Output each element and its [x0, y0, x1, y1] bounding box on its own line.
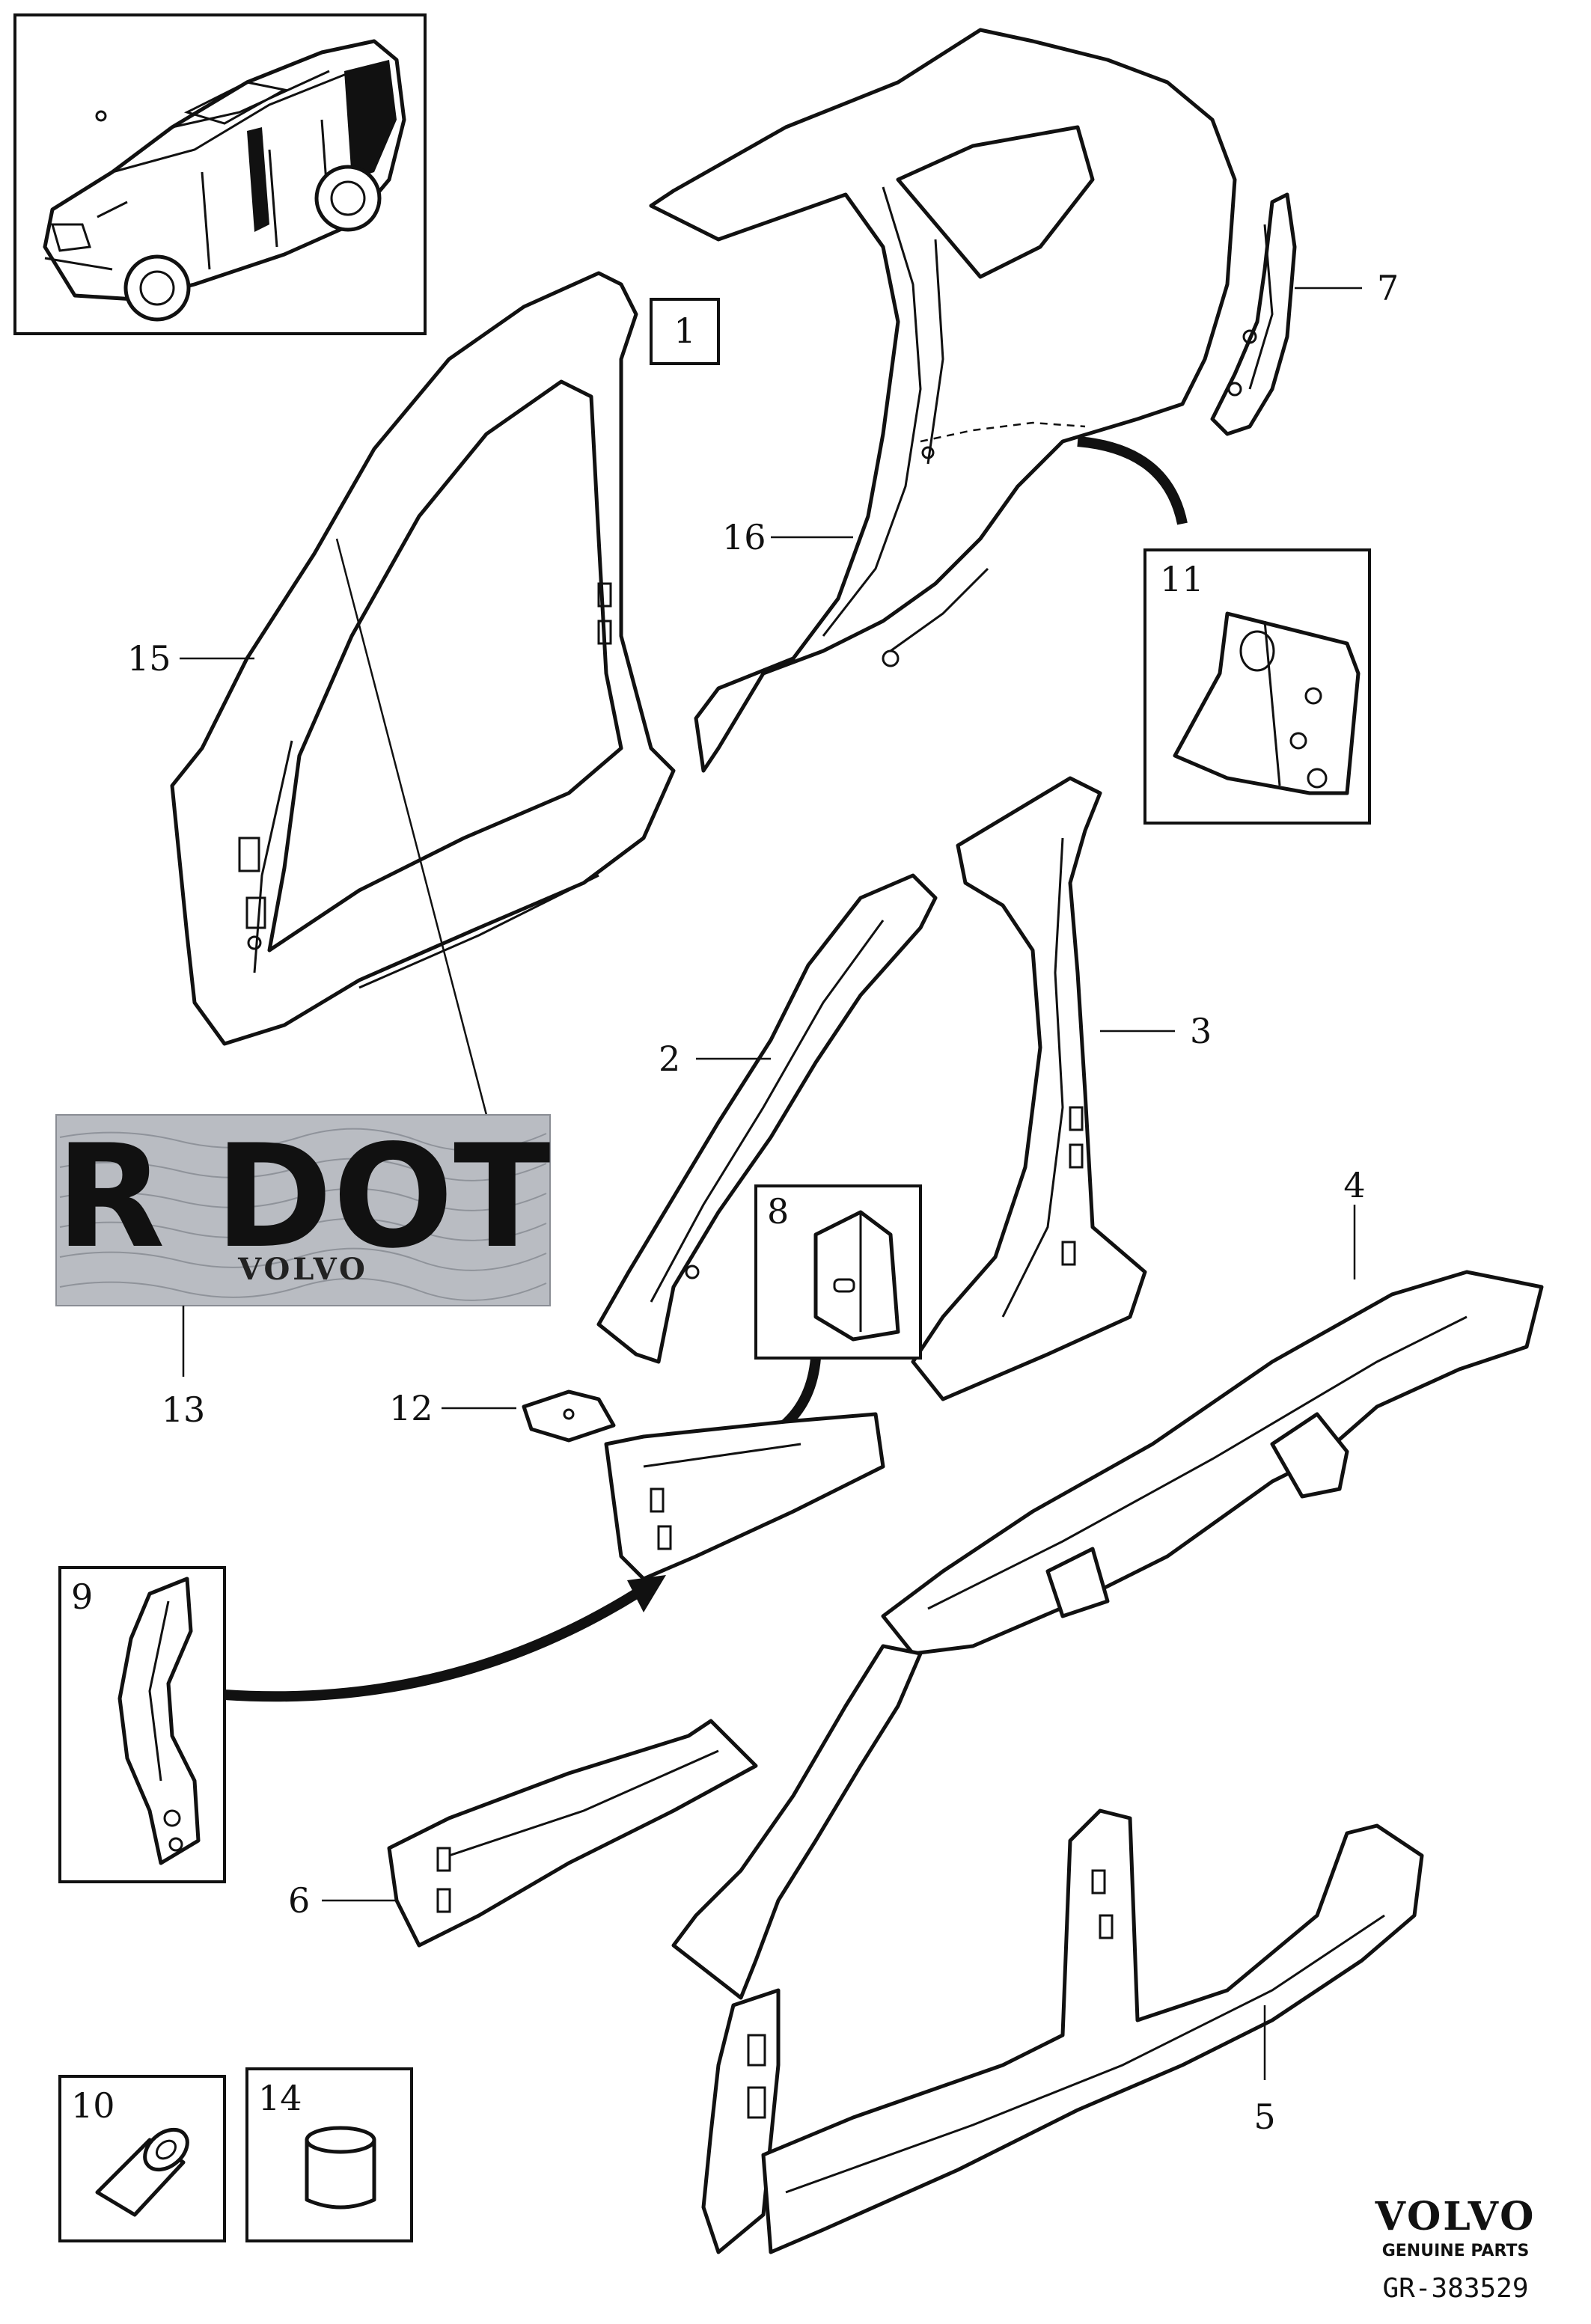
part-15-side-frame	[170, 271, 676, 1046]
part-2-lower-section	[604, 1412, 885, 1581]
part-3-b-pillar	[911, 776, 1147, 1401]
part-16-rear-side-panel	[649, 28, 1237, 773]
callout-box-8: 8	[754, 1184, 922, 1360]
callout-box-14: 14	[245, 2067, 413, 2242]
callout-box-9: 9	[58, 1566, 226, 1883]
part-6-sill-reinforcement	[387, 1719, 758, 1948]
part-12-bracket	[522, 1389, 616, 1443]
callout-13-label: 13	[162, 1389, 206, 1430]
callout-9-label: 9	[71, 1577, 93, 1617]
callout-6-label: 6	[288, 1880, 310, 1921]
callout-12-label: 12	[389, 1388, 433, 1428]
genuine-parts-text: GENUINE PARTS	[1382, 2242, 1530, 2260]
sticker-main-text: R DOT	[55, 1114, 550, 1279]
callout-15-label: 15	[127, 638, 171, 679]
callout-5-label: 5	[1253, 2097, 1275, 2137]
part-4-roof-rail	[881, 1270, 1544, 1656]
callout-2-label: 2	[659, 1039, 680, 1079]
part-13-label-sticker: R DOT VOLVO	[55, 1114, 551, 1306]
callout-7-label: 7	[1377, 268, 1399, 308]
footer-branding: VOLVO GENUINE PARTS GR-383529	[1375, 2194, 1536, 2304]
callout-box-11: 11	[1143, 548, 1371, 825]
callout-11-label: 11	[1160, 559, 1204, 599]
callout-16-label: 16	[722, 517, 766, 557]
reference-number: GR-383529	[1382, 2273, 1528, 2304]
callout-3-label: 3	[1190, 1011, 1212, 1051]
part-2-a-pillar	[596, 873, 938, 1364]
car-thumbnail	[13, 13, 427, 335]
part-7-bracket	[1210, 192, 1297, 436]
callout-1-label: 1	[674, 311, 695, 351]
sticker-brand-text: VOLVO	[237, 1252, 368, 1287]
callout-box-1: 1	[650, 298, 720, 365]
callout-4-label: 4	[1343, 1165, 1365, 1205]
volvo-logo-text: VOLVO	[1375, 2194, 1536, 2239]
part-5-side-frame	[671, 1644, 1424, 2254]
callout-box-10: 10	[58, 2075, 226, 2242]
callout-8-label: 8	[767, 1191, 789, 1232]
callout-10-label: 10	[71, 2085, 115, 2126]
callout-14-label: 14	[258, 2078, 302, 2118]
